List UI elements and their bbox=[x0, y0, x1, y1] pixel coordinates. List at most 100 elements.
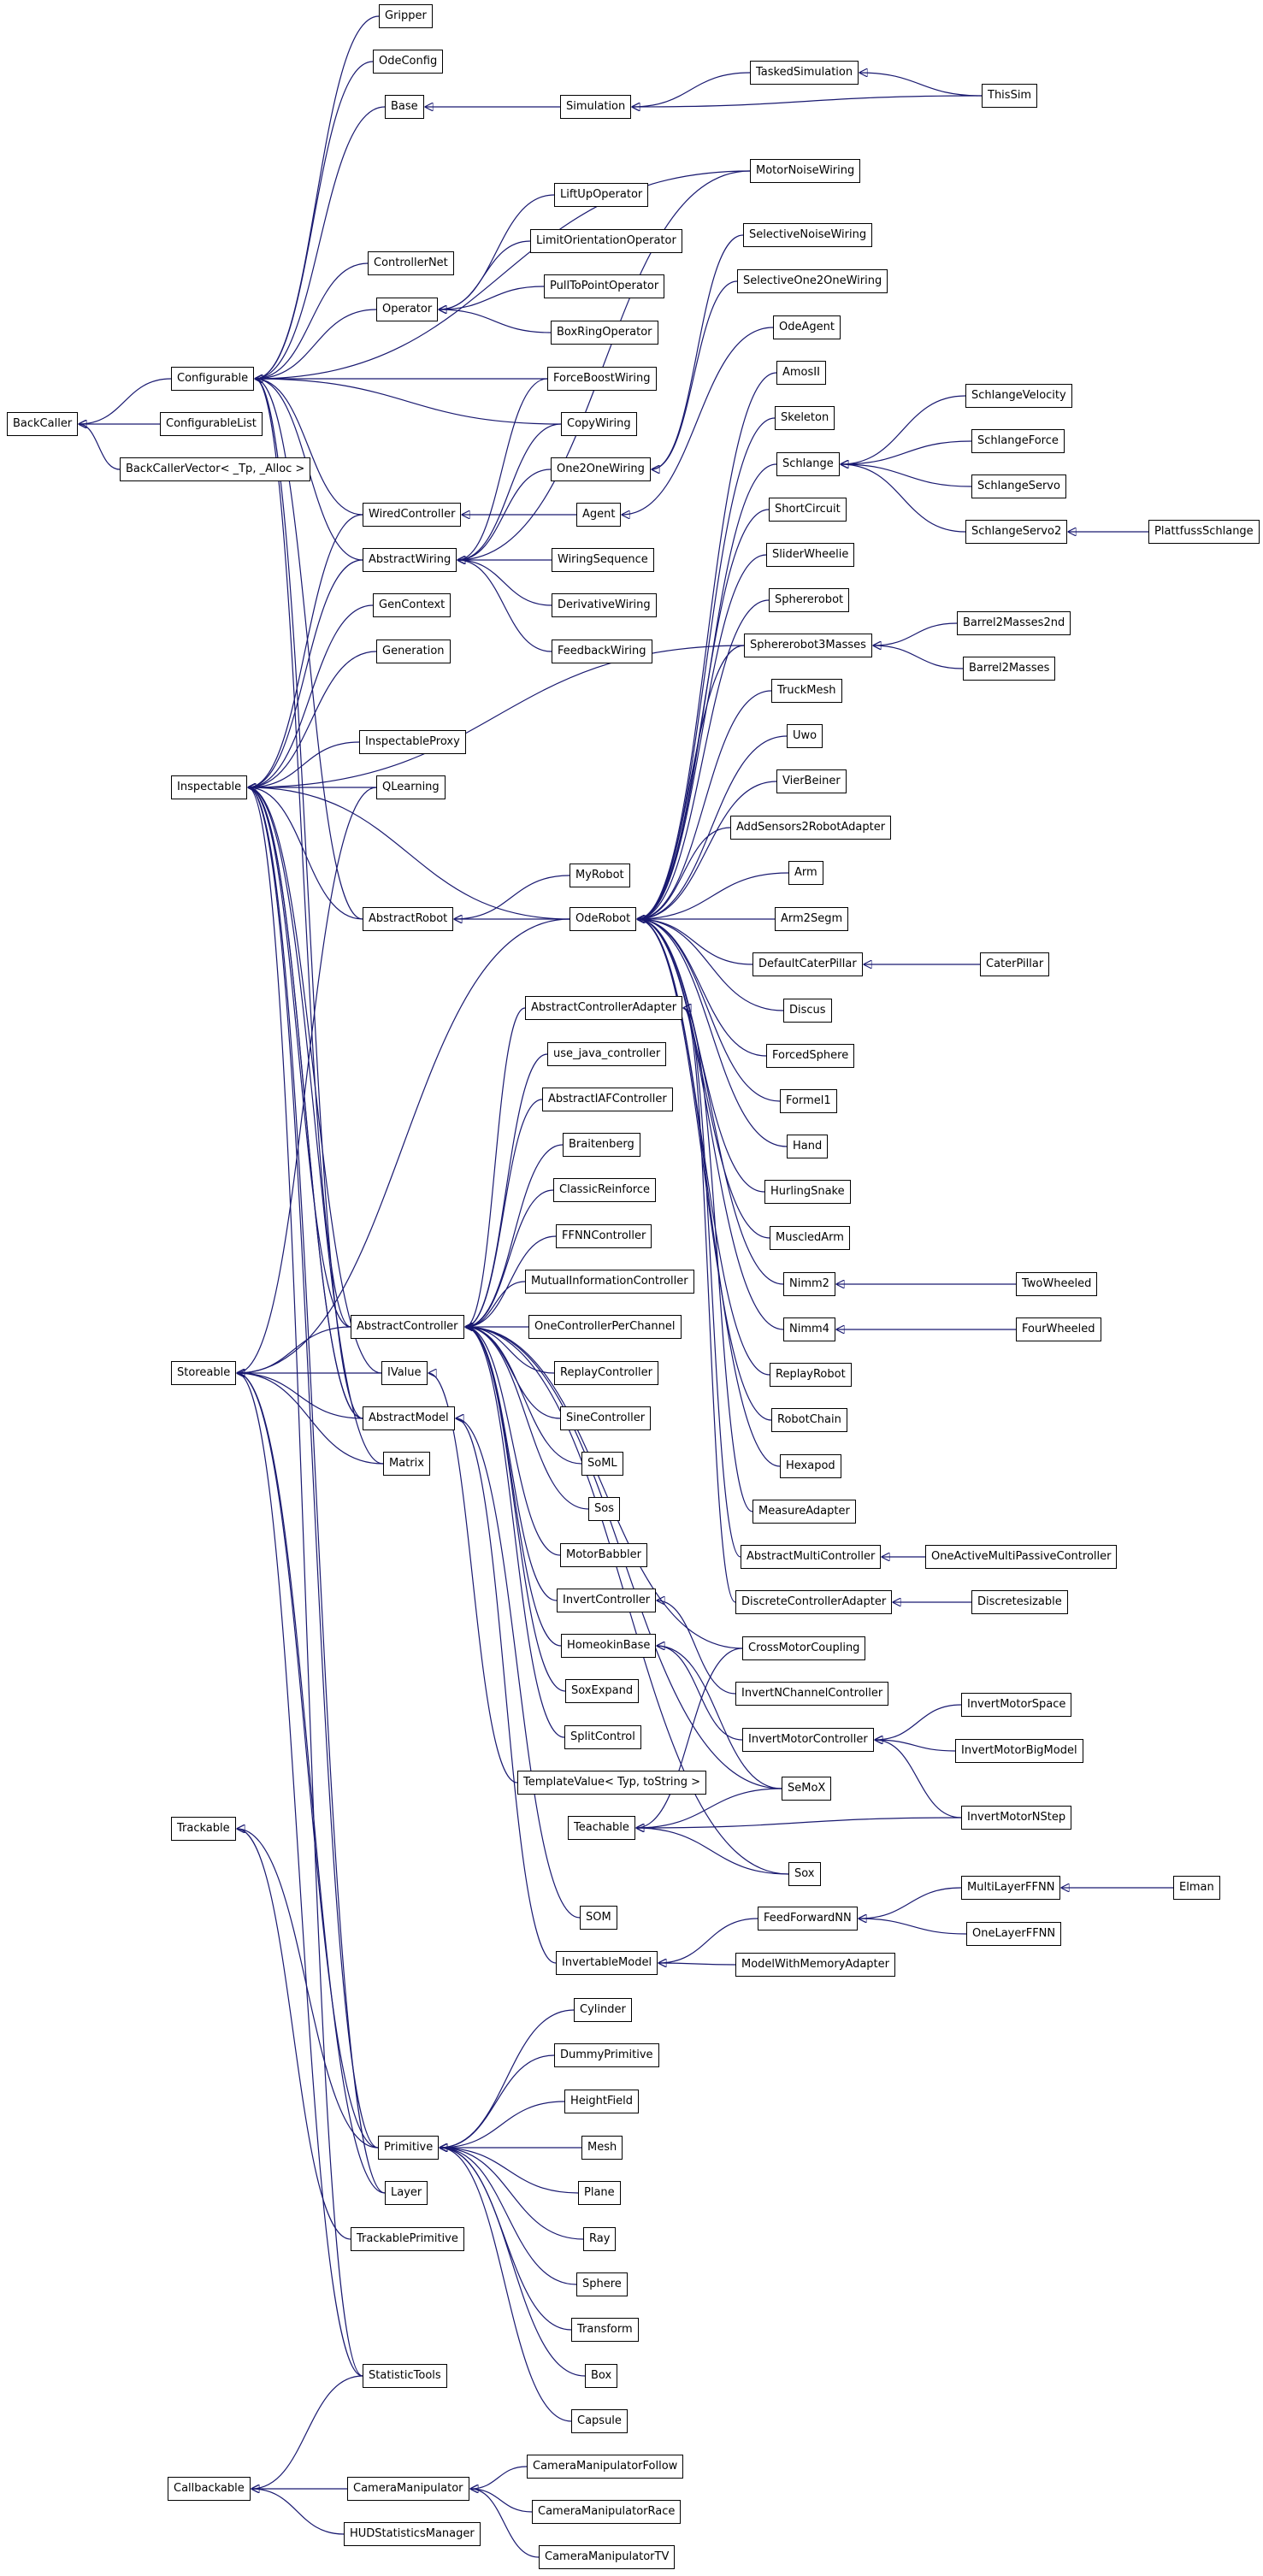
class-node-sos[interactable]: Sos bbox=[588, 1497, 620, 1521]
class-node-nimm2[interactable]: Nimm2 bbox=[783, 1272, 835, 1296]
class-node-odeconfig[interactable]: OdeConfig bbox=[373, 50, 444, 74]
class-node-measureadapter[interactable]: MeasureAdapter bbox=[752, 1500, 856, 1524]
class-node-semox[interactable]: SeMoX bbox=[782, 1777, 832, 1801]
class-node-plattfussschlange[interactable]: PlattfussSchlange bbox=[1148, 520, 1260, 544]
class-node-multilayerffnn[interactable]: MultiLayerFFNN bbox=[961, 1876, 1061, 1900]
class-node-soml[interactable]: SoML bbox=[581, 1452, 623, 1476]
class-node-inspectableproxy[interactable]: InspectableProxy bbox=[359, 730, 466, 754]
class-node-ffnncontroller[interactable]: FFNNController bbox=[556, 1224, 652, 1248]
class-node-sox[interactable]: Sox bbox=[788, 1862, 821, 1886]
class-node-invertmotorbigmodel[interactable]: InvertMotorBigModel bbox=[955, 1739, 1083, 1763]
class-node-barrel2masses2nd[interactable]: Barrel2Masses2nd bbox=[957, 611, 1071, 635]
class-node-liftupoperator[interactable]: LiftUpOperator bbox=[554, 183, 649, 207]
class-node-callbackable[interactable]: Callbackable bbox=[168, 2477, 251, 2501]
class-node-motornoisewiring[interactable]: MotorNoiseWiring bbox=[750, 159, 861, 183]
class-node-crossmotorcoupling[interactable]: CrossMotorCoupling bbox=[742, 1636, 866, 1660]
class-node-oderobot[interactable]: OdeRobot bbox=[570, 907, 637, 931]
class-node-sphererobot3masses[interactable]: Sphererobot3Masses bbox=[744, 634, 872, 657]
class-node-motorbabbler[interactable]: MotorBabbler bbox=[560, 1543, 647, 1567]
class-node-dummyprimitive[interactable]: DummyPrimitive bbox=[554, 2043, 659, 2067]
class-node-configurable[interactable]: Configurable bbox=[171, 367, 255, 391]
class-node-cameramanipulator[interactable]: CameraManipulator bbox=[347, 2477, 469, 2501]
class-node-gripper[interactable]: Gripper bbox=[379, 4, 433, 28]
class-node-forceboostwiring[interactable]: ForceBoostWiring bbox=[547, 367, 657, 391]
class-node-schlangeservo2[interactable]: SchlangeServo2 bbox=[965, 520, 1068, 544]
class-node-skeleton[interactable]: Skeleton bbox=[775, 406, 835, 430]
class-node-uwo[interactable]: Uwo bbox=[787, 724, 823, 748]
class-node-schlangeforce[interactable]: SchlangeForce bbox=[971, 429, 1065, 453]
class-node-base[interactable]: Base bbox=[385, 95, 424, 119]
class-node-arm[interactable]: Arm bbox=[788, 861, 823, 885]
class-node-hurlingsnake[interactable]: HurlingSnake bbox=[764, 1180, 851, 1204]
class-node-discretesizable[interactable]: Discretesizable bbox=[971, 1590, 1068, 1614]
class-node-replaycontroller[interactable]: ReplayController bbox=[554, 1361, 658, 1385]
class-node-inspectable[interactable]: Inspectable bbox=[171, 775, 248, 799]
class-node-arm2segm[interactable]: Arm2Segm bbox=[775, 907, 849, 931]
class-node-abstractrobot[interactable]: AbstractRobot bbox=[363, 907, 454, 931]
class-node-onelayerffnn[interactable]: OneLayerFFNN bbox=[966, 1922, 1062, 1946]
class-node-abstractwiring[interactable]: AbstractWiring bbox=[363, 548, 457, 572]
class-node-cameramanipulatortv[interactable]: CameraManipulatorTV bbox=[539, 2545, 676, 2569]
class-node-sinecontroller[interactable]: SineController bbox=[560, 1406, 652, 1430]
class-node-trackable[interactable]: Trackable bbox=[171, 1817, 236, 1841]
class-node-cylinder[interactable]: Cylinder bbox=[574, 1998, 632, 2022]
class-node-onecontrollerperchannel[interactable]: OneControllerPerChannel bbox=[528, 1315, 682, 1339]
class-node-invertmotorspace[interactable]: InvertMotorSpace bbox=[961, 1693, 1072, 1717]
class-node-qlearning[interactable]: QLearning bbox=[376, 775, 446, 799]
class-node-one2onewiring[interactable]: One2OneWiring bbox=[551, 457, 651, 481]
class-node-gencontext[interactable]: GenContext bbox=[373, 593, 451, 617]
class-node-agent[interactable]: Agent bbox=[576, 503, 622, 527]
class-node-feedforwardnn[interactable]: FeedForwardNN bbox=[758, 1907, 858, 1931]
class-node-classicreinforce[interactable]: ClassicReinforce bbox=[553, 1178, 656, 1202]
class-node-twowheeled[interactable]: TwoWheeled bbox=[1016, 1272, 1098, 1296]
class-node-sphere[interactable]: Sphere bbox=[576, 2272, 628, 2296]
class-node-invertcontroller[interactable]: InvertController bbox=[557, 1589, 657, 1612]
class-node-use-java-controller[interactable]: use_java_controller bbox=[547, 1042, 667, 1066]
class-node-ivalue[interactable]: IValue bbox=[381, 1361, 428, 1385]
class-node-discretecontrolleradapter[interactable]: DiscreteControllerAdapter bbox=[735, 1590, 893, 1614]
class-node-templatevalue[interactable]: TemplateValue< Typ, toString > bbox=[517, 1771, 707, 1795]
class-node-wiringsequence[interactable]: WiringSequence bbox=[552, 548, 654, 572]
class-node-elman[interactable]: Elman bbox=[1173, 1876, 1220, 1900]
class-node-barrel2masses[interactable]: Barrel2Masses bbox=[963, 657, 1056, 681]
class-node-abstractiafcontroller[interactable]: AbstractIAFController bbox=[542, 1088, 673, 1111]
class-node-invertablemodel[interactable]: InvertableModel bbox=[556, 1951, 658, 1975]
class-node-replayrobot[interactable]: ReplayRobot bbox=[770, 1363, 852, 1387]
class-node-sphererobot[interactable]: Sphererobot bbox=[769, 588, 850, 612]
class-node-splitcontrol[interactable]: SplitControl bbox=[564, 1725, 641, 1749]
class-node-thissim[interactable]: ThisSim bbox=[982, 84, 1038, 108]
class-node-storeable[interactable]: Storeable bbox=[171, 1361, 237, 1385]
class-node-hand[interactable]: Hand bbox=[787, 1135, 829, 1158]
class-node-hudstatisticsmanager[interactable]: HUDStatisticsManager bbox=[344, 2522, 481, 2546]
class-node-invertmotornstep[interactable]: InvertMotorNStep bbox=[961, 1806, 1072, 1830]
class-node-statistictools[interactable]: StatisticTools bbox=[363, 2364, 447, 2388]
class-node-amosii[interactable]: AmosII bbox=[776, 361, 826, 385]
class-node-schlangevelocity[interactable]: SchlangeVelocity bbox=[965, 384, 1072, 408]
class-node-soxexpand[interactable]: SoxExpand bbox=[565, 1679, 640, 1703]
class-node-mesh[interactable]: Mesh bbox=[581, 2136, 623, 2160]
class-node-homeokinbase[interactable]: HomeokinBase bbox=[561, 1634, 657, 1658]
class-node-modelwithmemoryadapter[interactable]: ModelWithMemoryAdapter bbox=[735, 1953, 895, 1977]
class-node-generation[interactable]: Generation bbox=[376, 640, 451, 663]
class-node-schlangeservo[interactable]: SchlangeServo bbox=[971, 475, 1066, 498]
class-node-primitive[interactable]: Primitive bbox=[378, 2136, 440, 2160]
class-node-discus[interactable]: Discus bbox=[783, 999, 832, 1023]
class-node-copywiring[interactable]: CopyWiring bbox=[561, 412, 637, 436]
class-node-selectiveone2onewiring[interactable]: SelectiveOne2OneWiring bbox=[737, 269, 888, 293]
class-node-feedbackwiring[interactable]: FeedbackWiring bbox=[552, 640, 652, 663]
class-node-odeagent[interactable]: OdeAgent bbox=[773, 315, 841, 339]
class-node-wiredcontroller[interactable]: WiredController bbox=[363, 503, 462, 527]
class-node-fourwheeled[interactable]: FourWheeled bbox=[1016, 1317, 1101, 1341]
class-node-operator[interactable]: Operator bbox=[376, 298, 439, 321]
class-node-abstractcontrolleradapter[interactable]: AbstractControllerAdapter bbox=[525, 996, 683, 1020]
class-node-robotchain[interactable]: RobotChain bbox=[771, 1408, 847, 1432]
class-node-trackableprimitive[interactable]: TrackablePrimitive bbox=[351, 2227, 464, 2251]
class-node-oneactivemultipassivecontroller[interactable]: OneActiveMultiPassiveController bbox=[925, 1545, 1118, 1569]
class-node-layer[interactable]: Layer bbox=[385, 2181, 428, 2205]
class-node-ray[interactable]: Ray bbox=[583, 2227, 617, 2251]
class-node-abstractmodel[interactable]: AbstractModel bbox=[363, 1406, 455, 1430]
class-node-simulation[interactable]: Simulation bbox=[560, 95, 632, 119]
class-node-limitorientationoperator[interactable]: LimitOrientationOperator bbox=[530, 229, 682, 253]
class-node-selectivenoisewiring[interactable]: SelectiveNoiseWiring bbox=[743, 223, 873, 247]
class-node-abstractmulticontroller[interactable]: AbstractMultiController bbox=[741, 1545, 882, 1569]
